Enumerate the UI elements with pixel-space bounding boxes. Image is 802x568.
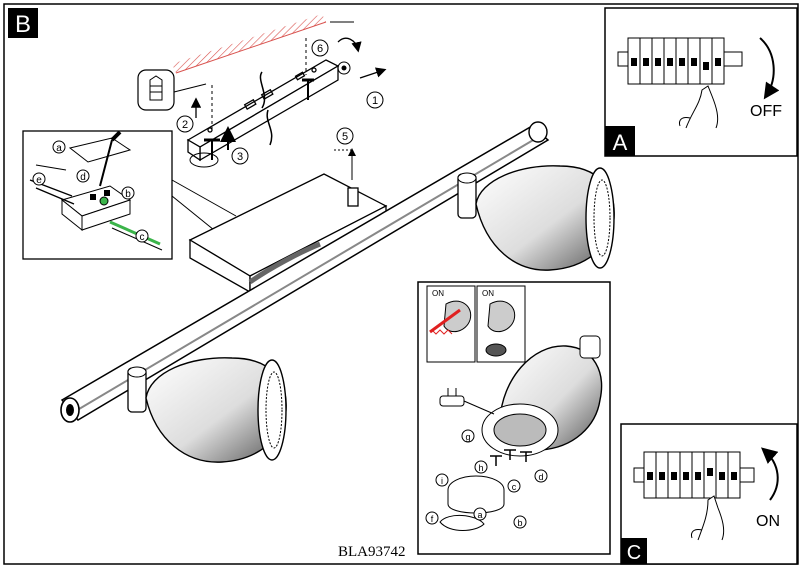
wire-a-marker: a [52,140,66,154]
supply-wires [259,71,273,146]
wire-e-label: e [36,175,42,186]
step-1-label: 1 [372,95,378,107]
panel-letter-c: C [627,542,641,564]
wire-a-label: a [56,143,62,154]
part-c-marker: c [507,479,521,493]
panel-c-switch-on: C ON [620,423,798,565]
on-label-cool: ON [482,289,494,298]
switch-on-label: ON [756,513,780,530]
part-g-marker: g [461,429,475,443]
step-3-marker: 3 [231,147,249,165]
part-f-marker: f [425,511,439,525]
step-2-marker: 2 [176,115,194,133]
wire-c-marker: c [135,229,149,243]
step-6-label: 6 [317,43,323,55]
outer-frame [3,3,799,565]
panel-label-b: B [8,8,38,38]
screw-left [204,138,220,160]
part-b-marker: b [513,515,527,529]
step-6-marker: 6 [311,39,329,57]
part-b-label: b [517,518,522,528]
panel-letter-b: B [15,11,31,38]
model-number: BLA93742 [338,544,406,560]
wire-d-marker: d [76,169,90,183]
part-h-marker: h [474,460,488,474]
screw-right [302,78,314,100]
spotlight-left [127,357,287,463]
wiring-detail: a b c d e [22,130,237,260]
panel-letter-a: A [613,130,628,155]
arrow-step-1 [359,67,387,79]
step-1-marker: 1 [366,91,384,109]
wire-b-marker: b [121,186,135,200]
ceiling-surface [172,14,327,74]
step-5-label: 5 [342,131,348,143]
part-c-label: c [512,482,517,492]
switch-off-label: OFF [750,103,782,120]
wire-b-label: b [125,189,131,200]
panel-a-switch-off: A OFF [604,7,798,157]
wall-plug-callout [137,69,207,111]
mounting-bracket [186,59,340,162]
part-d-label: d [538,472,543,482]
wire-c-label: c [140,232,145,243]
spotlight-right [457,165,615,271]
part-a-marker: a [473,507,487,521]
arrow-step-6 [337,37,362,53]
wire-e-marker: e [32,172,46,186]
part-d-marker: d [534,469,548,483]
lamp-detail-panel: ON ON a b [417,281,611,555]
step-5-marker: 5 [336,127,354,145]
part-h-label: h [478,463,483,473]
part-g-label: g [465,432,470,442]
part-i-marker: i [435,473,449,487]
wire-d-label: d [80,172,86,183]
part-i-label: i [441,476,443,486]
on-label-hot: ON [432,289,444,298]
step-3-label: 3 [237,151,243,163]
step-2-label: 2 [182,119,188,131]
part-f-label: f [431,514,434,524]
part-a-label: a [477,510,482,520]
